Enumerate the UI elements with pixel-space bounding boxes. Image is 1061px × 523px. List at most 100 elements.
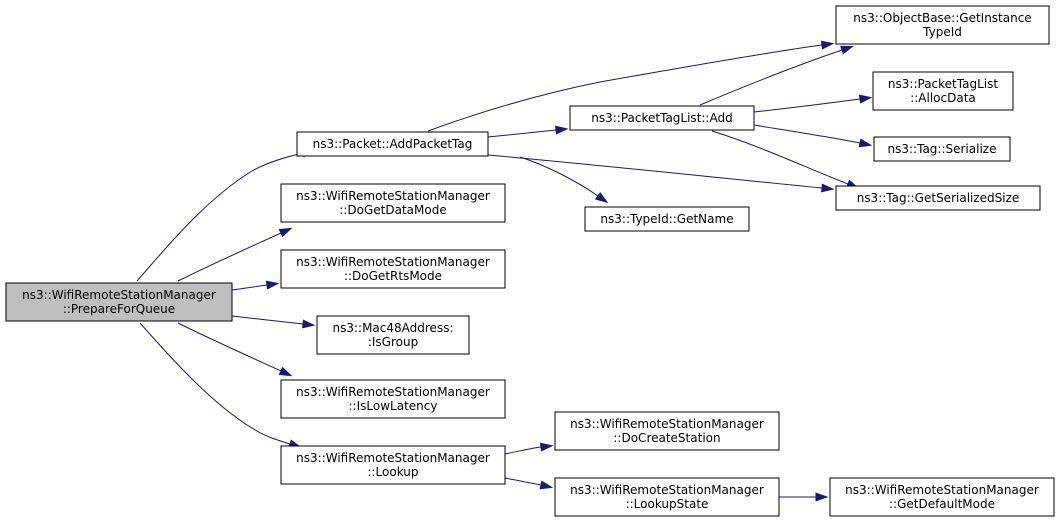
edge-addPacketTag-to-packetTagListAdd xyxy=(487,125,569,138)
node-label-line: ::GetDefaultMode xyxy=(889,497,995,511)
node-label-line: ::IsLowLatency xyxy=(349,399,438,413)
node-box xyxy=(280,379,506,419)
node-doCreateStation[interactable]: ns3::WifiRemoteStationManager::DoCreateS… xyxy=(554,411,780,451)
edge-root-to-doGetDataMode xyxy=(177,227,293,282)
edge-line xyxy=(504,446,542,455)
edge-line xyxy=(139,322,291,445)
node-box xyxy=(872,71,1014,111)
edge-lookupState-to-getDefaultMode xyxy=(779,492,829,502)
node-isGroup[interactable]: ns3::Mac48Address::IsGroup xyxy=(316,315,470,355)
node-box xyxy=(316,315,470,355)
arrowhead xyxy=(540,442,554,452)
arrowhead xyxy=(820,40,835,50)
node-box xyxy=(280,445,506,485)
node-label-line: ns3::Mac48Address: xyxy=(333,321,454,335)
edge-line xyxy=(487,154,823,189)
node-typeIdGetName[interactable]: ns3::TypeId::GetName xyxy=(584,206,750,232)
node-label-line: ns3::WifiRemoteStationManager xyxy=(570,417,764,431)
node-label-line: ns3::WifiRemoteStationManager xyxy=(296,385,490,399)
edge-line xyxy=(699,49,843,106)
node-packetTagListAdd[interactable]: ns3::PacketTagList::Add xyxy=(569,105,755,131)
edge-line xyxy=(519,156,599,197)
edge-line xyxy=(427,44,823,132)
arrowhead xyxy=(858,138,873,148)
node-doGetDataMode[interactable]: ns3::WifiRemoteStationManager::DoGetData… xyxy=(280,183,506,223)
node-box xyxy=(873,136,1011,162)
arrowhead xyxy=(595,192,609,204)
arrowhead xyxy=(555,125,569,135)
node-label-line: ns3::WifiRemoteStationManager xyxy=(296,451,490,465)
node-label-line: ns3::Tag::GetSerializedSize xyxy=(857,191,1020,205)
node-box xyxy=(835,185,1041,211)
node-box xyxy=(280,249,506,289)
node-lookup[interactable]: ns3::WifiRemoteStationManager::Lookup xyxy=(280,445,506,485)
node-label-line: ns3::PacketTagList::Add xyxy=(591,111,732,125)
edge-line xyxy=(504,477,542,486)
node-lookupState[interactable]: ns3::WifiRemoteStationManager::LookupSta… xyxy=(554,477,780,517)
node-box xyxy=(296,131,489,157)
node-label-line: ::PrepareForQueue xyxy=(63,302,175,316)
node-label-line: ns3::PacketTagList xyxy=(888,77,998,91)
edge-lookup-to-lookupState xyxy=(504,477,554,490)
node-doGetRtsMode[interactable]: ns3::WifiRemoteStationManager::DoGetRtsM… xyxy=(280,249,506,289)
node-box xyxy=(554,477,780,517)
node-isLowLatency[interactable]: ns3::WifiRemoteStationManager::IsLowLate… xyxy=(280,379,506,419)
node-label-line: ns3::WifiRemoteStationManager xyxy=(570,483,764,497)
node-label-line: ::AllocData xyxy=(910,91,976,105)
edge-line xyxy=(177,322,282,372)
node-getDefaultMode[interactable]: ns3::WifiRemoteStationManager::GetDefaul… xyxy=(829,477,1055,517)
edge-line xyxy=(753,98,861,113)
node-label-line: ns3::WifiRemoteStationManager xyxy=(296,255,490,269)
edge-lookup-to-doCreateStation xyxy=(504,442,554,455)
node-box xyxy=(584,206,750,232)
node-label-line: ::DoGetDataMode xyxy=(339,203,446,217)
node-box xyxy=(829,477,1055,517)
edge-root-to-isLowLatency xyxy=(177,322,293,377)
edge-line xyxy=(487,129,557,138)
node-label-line: ::DoCreateStation xyxy=(613,431,720,445)
arrowhead xyxy=(278,366,293,377)
arrowhead xyxy=(821,183,835,193)
arrowhead xyxy=(840,45,854,55)
node-label-line: ns3::TypeId::GetName xyxy=(600,212,733,226)
node-label-line: ::DoGetRtsMode xyxy=(344,269,442,283)
edge-root-to-isGroup xyxy=(231,315,316,329)
node-label-line: ::Lookup xyxy=(367,465,418,479)
edge-addPacketTag-to-getInstanceTypeId xyxy=(427,40,835,132)
node-allocData[interactable]: ns3::PacketTagList::AllocData xyxy=(872,71,1014,111)
node-label-line: ns3::WifiRemoteStationManager xyxy=(22,288,216,302)
node-label-line: ns3::ObjectBase::GetInstance xyxy=(853,11,1031,25)
node-label-line: ns3::Packet::AddPacketTag xyxy=(313,137,473,151)
arrowhead xyxy=(539,480,554,490)
node-root[interactable]: ns3::WifiRemoteStationManager::PrepareFo… xyxy=(5,282,233,322)
node-label-line: ::LookupState xyxy=(626,497,709,511)
edge-line xyxy=(136,152,304,282)
edge-line xyxy=(231,284,268,291)
edge-line xyxy=(753,124,861,144)
edge-line xyxy=(711,130,849,185)
arrowhead xyxy=(278,227,293,238)
node-box xyxy=(280,183,506,223)
node-tagSerialize[interactable]: ns3::Tag::Serialize xyxy=(873,136,1011,162)
arrowhead xyxy=(265,280,280,290)
node-addPacketTag[interactable]: ns3::Packet::AddPacketTag xyxy=(296,131,489,157)
edge-packetTagListAdd-to-allocData xyxy=(753,94,873,113)
node-label-line: :IsGroup xyxy=(368,335,418,349)
edge-packetTagListAdd-to-tagSerialize xyxy=(753,124,873,148)
node-label-line: ns3::Tag::Serialize xyxy=(888,142,997,156)
node-tagGetSerializedSize[interactable]: ns3::Tag::GetSerializedSize xyxy=(835,185,1041,211)
node-box xyxy=(554,411,780,451)
node-label-line: ns3::WifiRemoteStationManager xyxy=(296,189,490,203)
node-box xyxy=(569,105,755,131)
arrowhead xyxy=(858,94,873,104)
edge-root-to-doGetRtsMode xyxy=(231,280,280,291)
node-box xyxy=(835,5,1050,45)
node-label-line: TypeId xyxy=(922,25,962,39)
edge-addPacketTag-to-tagGetSerializedSize xyxy=(487,154,835,193)
edge-line xyxy=(177,232,282,282)
edge-line xyxy=(231,315,304,325)
edge-addPacketTag-to-typeIdGetName xyxy=(519,156,609,204)
arrowhead xyxy=(301,319,316,329)
